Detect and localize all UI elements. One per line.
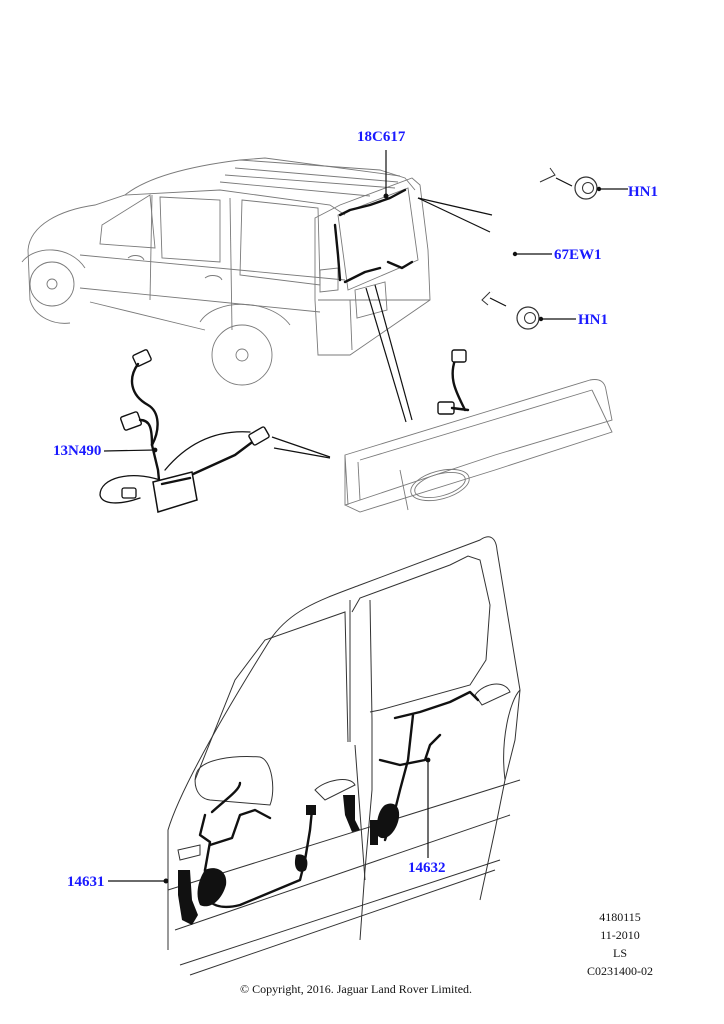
front-door-harness-drawing [163, 781, 316, 925]
switch-harness-drawing [99, 349, 270, 513]
nut-upper-drawing [574, 176, 628, 200]
tailgate-trim-drawing [344, 349, 613, 513]
callout-HN1-upper[interactable]: HN1 [628, 184, 658, 200]
tailgate-harness-drawing [333, 188, 414, 284]
callout-14632[interactable]: 14632 [408, 860, 446, 876]
reference-code: LS [612, 946, 627, 960]
rear-door-harness-drawing [343, 690, 480, 845]
nut-lower-drawing [516, 306, 576, 330]
vehicle-body-outline [21, 157, 431, 386]
callout-14631[interactable]: 14631 [67, 874, 105, 890]
earth-strap-drawing [481, 167, 573, 307]
callout-HN1-lower[interactable]: HN1 [578, 312, 608, 328]
doors-outline [167, 536, 521, 976]
illustration-id: C0231400-02 [587, 964, 653, 978]
copyright-notice: © Copyright, 2016. Jaguar Land Rover Lim… [239, 982, 473, 996]
callout-67EW1[interactable]: 67EW1 [554, 247, 602, 263]
callout-18C617[interactable]: 18C617 [357, 129, 406, 145]
callout-13N490[interactable]: 13N490 [53, 443, 102, 459]
leader-13N490 [103, 449, 156, 452]
reference-date: 11-2010 [600, 928, 640, 942]
reference-number: 4180115 [599, 910, 641, 924]
